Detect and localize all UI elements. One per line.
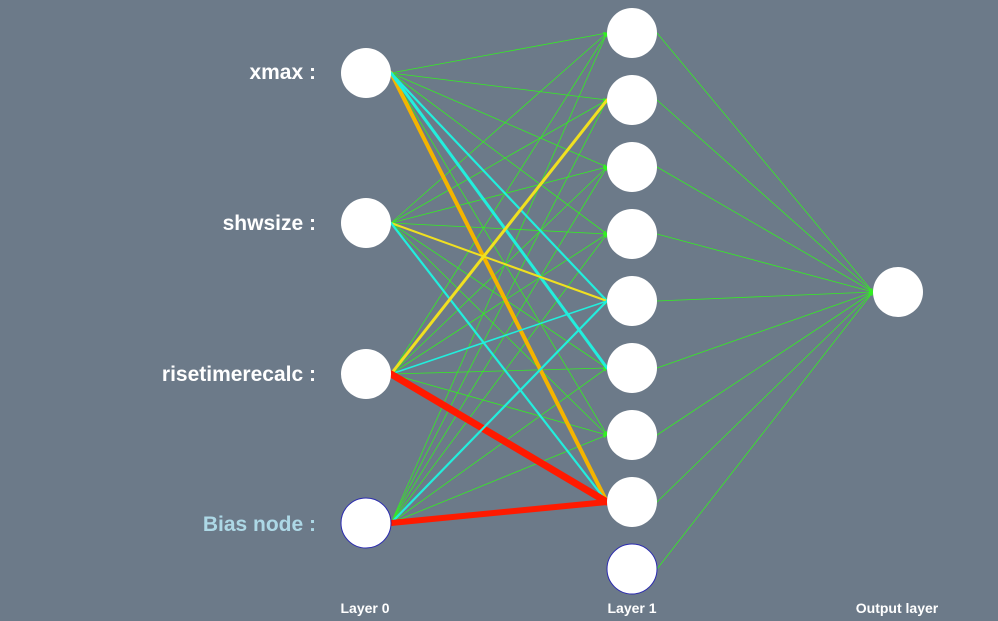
connection-l1-2-out — [656, 166, 874, 293]
connection-l0-2-l1-6 — [390, 373, 608, 436]
connection-l0-3-l1-6 — [390, 434, 608, 524]
node-layer0-1 — [341, 198, 391, 248]
connection-l1-8-out — [656, 291, 874, 570]
bias-node — [606, 543, 658, 595]
connection-l0-1-l1-2 — [390, 165, 608, 224]
strong-connection-0-5 — [389, 71, 609, 370]
connection-l0-1-l1-0 — [390, 32, 608, 224]
node-layer0-2 — [341, 349, 391, 399]
input-label-bias-node: Bias node : — [202, 513, 316, 536]
strong-connection-1-7 — [389, 221, 609, 504]
node-layer0-0 — [341, 48, 391, 98]
connection-l0-0-l1-1 — [390, 72, 608, 102]
node-layer1-4 — [607, 276, 657, 326]
node-layer1-6 — [607, 410, 657, 460]
connection-l1-6-out — [656, 291, 874, 436]
connection-l0-0-l1-6 — [390, 72, 608, 436]
connection-l1-1-out — [656, 99, 874, 293]
node-layer1-7 — [607, 477, 657, 527]
input-label-xmax: xmax : — [249, 61, 316, 84]
connection-l0-0-l1-2 — [390, 72, 608, 168]
connection-l0-2-l1-2 — [390, 166, 608, 375]
input-label-shwsize: shwsize : — [222, 212, 316, 235]
strong-connection-0-7 — [389, 71, 609, 504]
connection-l1-7-out — [656, 291, 874, 503]
connection-l0-1-l1-3 — [390, 222, 608, 236]
strong-connection-3-4 — [389, 299, 609, 525]
connection-l1-3-out — [656, 233, 874, 293]
strong-connection-0-4 — [389, 71, 609, 303]
layer-label-0: Layer 0 — [340, 600, 390, 616]
connection-l0-1-l1-1 — [390, 99, 608, 224]
layer-label-1: Layer 1 — [607, 600, 657, 616]
connection-l1-0-out — [656, 32, 874, 293]
strong-connection-2-4 — [390, 300, 608, 375]
connection-l0-3-l1-0 — [390, 32, 608, 524]
strong-connection-2-1 — [389, 98, 609, 376]
strong-connection-3-7 — [388, 499, 610, 526]
connection-l0-0-l1-3 — [390, 72, 608, 235]
node-layer1-0 — [607, 8, 657, 58]
connection-l0-3-l1-5 — [390, 367, 608, 524]
node-layer1-3 — [607, 209, 657, 259]
connection-l0-1-l1-5 — [390, 222, 608, 369]
nodes — [340, 8, 923, 595]
strong-connections — [387, 71, 611, 526]
layer-label-output: Output layer — [855, 600, 939, 616]
node-layer1-1 — [607, 75, 657, 125]
connection-l0-0-l1-0 — [390, 31, 608, 74]
input-label-risetimerecalc: risetimerecalc : — [161, 363, 316, 386]
strong-connection-1-4 — [390, 222, 608, 302]
connection-l0-3-l1-2 — [390, 166, 608, 524]
connection-l0-1-l1-6 — [390, 222, 608, 436]
node-layer1-5 — [607, 343, 657, 393]
node-layer2-0 — [873, 267, 923, 317]
strong-connection-2-7 — [387, 370, 611, 506]
connection-l1-5-out — [656, 291, 874, 369]
node-layer1-2 — [607, 142, 657, 192]
connection-l1-4-out — [656, 290, 874, 302]
bias-node — [340, 497, 392, 549]
connection-l0-2-l1-5 — [390, 366, 608, 375]
connection-l0-3-l1-3 — [390, 233, 608, 524]
connection-l0-2-l1-3 — [390, 233, 608, 375]
connection-l0-2-l1-0 — [390, 32, 608, 375]
connection-l0-3-l1-1 — [390, 99, 608, 524]
